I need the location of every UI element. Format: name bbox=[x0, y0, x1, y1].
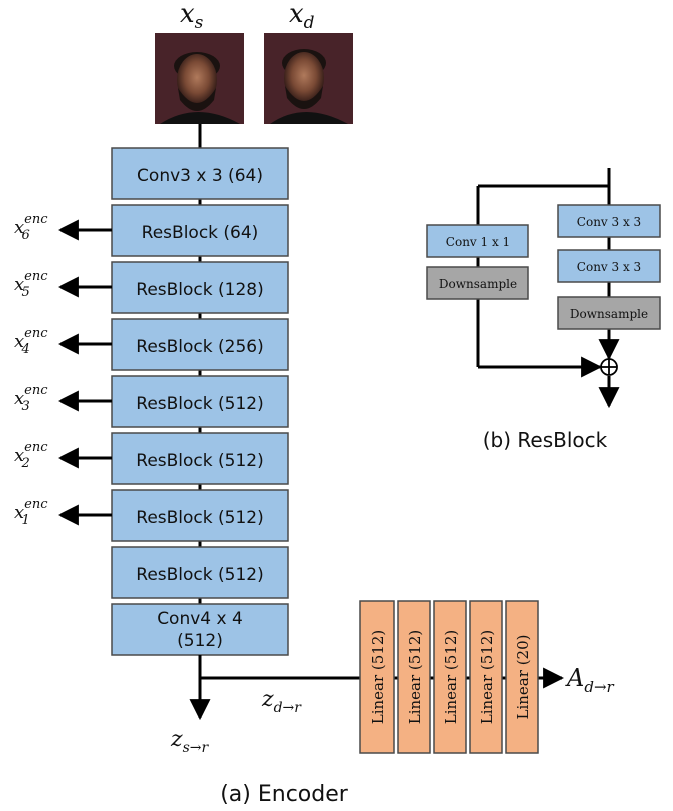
linear-layer-label: Linear (512) bbox=[442, 630, 460, 725]
linear-layer-label: Linear (20) bbox=[514, 635, 532, 720]
add-icon bbox=[600, 358, 618, 376]
svg-text:zs→r: zs→r bbox=[170, 727, 210, 756]
source-portrait-image bbox=[155, 33, 244, 124]
encoder-block-3: ResBlock (256) bbox=[111, 318, 289, 371]
encoder-output-lines bbox=[189, 655, 360, 721]
encoder-block-0: Conv3 x 3 (64) bbox=[111, 147, 289, 200]
encoder-block-7: ResBlock (512) bbox=[111, 546, 289, 599]
encoder-block-label: ResBlock (256) bbox=[136, 337, 263, 357]
encoder-block-label: Conv3 x 3 (64) bbox=[137, 166, 263, 186]
latent-driving-label: zd→r bbox=[261, 687, 302, 716]
linear-layer-2: Linear (512) bbox=[433, 600, 467, 754]
resblock-block-label: Conv 1 x 1 bbox=[446, 235, 510, 249]
encoder-block-6: ResBlock (512) bbox=[111, 489, 289, 542]
encoder-block-5: ResBlock (512) bbox=[111, 432, 289, 485]
svg-text:xs: xs bbox=[180, 0, 204, 33]
encoder-block-label: ResBlock (512) bbox=[136, 508, 263, 528]
latent-source-label: zs→r bbox=[170, 727, 210, 756]
encoder-block-label: ResBlock (512) bbox=[136, 451, 263, 471]
encoder-block-label: ResBlock (512) bbox=[136, 565, 263, 585]
linear-layer-0: Linear (512) bbox=[359, 600, 395, 754]
encoder-caption: (a) Encoder bbox=[220, 782, 349, 807]
encoder-block-label: ResBlock (128) bbox=[136, 280, 263, 300]
resblock-block-label: Conv 3 x 3 bbox=[577, 215, 641, 229]
linear-layer-1: Linear (512) bbox=[397, 600, 431, 754]
svg-text:Ad→r: Ad→r bbox=[565, 664, 615, 696]
linear-layer-3: Linear (512) bbox=[469, 600, 503, 754]
driving-input-label: xd bbox=[289, 0, 315, 33]
resblock-right-conv-2: Conv 3 x 3 bbox=[557, 249, 661, 283]
encoder-block-1: ResBlock (64) bbox=[111, 204, 289, 257]
resblock-left-downsample: Downsample bbox=[426, 266, 529, 300]
resblock-right-downsample: Downsample bbox=[557, 296, 661, 330]
encoder-block-8: Conv4 x 4 (512) bbox=[111, 603, 289, 656]
driving-portrait-image bbox=[264, 33, 353, 124]
resblock-right-conv-1: Conv 3 x 3 bbox=[557, 204, 661, 238]
encoder-block-2: ResBlock (128) bbox=[111, 261, 289, 314]
resblock-caption: (b) ResBlock bbox=[483, 428, 608, 452]
resblock-lines bbox=[476, 168, 620, 409]
encoder-block-label: ResBlock (64) bbox=[142, 223, 259, 243]
feature-arrows bbox=[57, 219, 112, 526]
linear-layer-label: Linear (512) bbox=[369, 630, 387, 725]
encoder-block-label-line-2: (512) bbox=[177, 631, 223, 651]
svg-text:zd→r: zd→r bbox=[261, 687, 302, 716]
encoder-block-4: ResBlock (512) bbox=[111, 375, 289, 428]
motion-output-label: Ad→r bbox=[565, 664, 615, 696]
resblock-block-label: Downsample bbox=[570, 307, 648, 321]
resblock-left-conv: Conv 1 x 1 bbox=[426, 224, 529, 258]
linear-layer-label: Linear (512) bbox=[478, 630, 496, 725]
resblock-block-label: Downsample bbox=[439, 277, 517, 291]
linear-layer-4: Linear (20) bbox=[505, 600, 539, 754]
linear-layer-label: Linear (512) bbox=[406, 630, 424, 725]
encoder-block-label-line-1: Conv4 x 4 bbox=[157, 609, 243, 629]
encoder-block-label: ResBlock (512) bbox=[136, 394, 263, 414]
svg-text:xd: xd bbox=[289, 0, 315, 33]
source-input-label: xs bbox=[180, 0, 204, 33]
resblock-block-label: Conv 3 x 3 bbox=[577, 260, 641, 274]
